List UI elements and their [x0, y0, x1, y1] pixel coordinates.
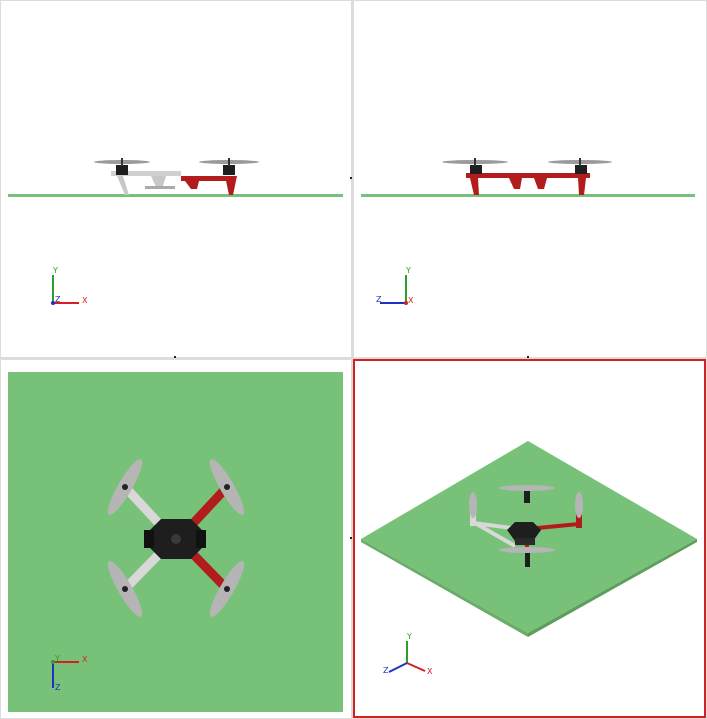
- axis-label-z: Z: [376, 295, 382, 304]
- axis-triad: [388, 641, 426, 673]
- viewport-isometric[interactable]: Y X Z: [353, 359, 706, 718]
- axis-triad: [51, 660, 79, 688]
- horizontal-splitter-handle-right[interactable]: [527, 356, 529, 358]
- axis-label-x: X: [82, 296, 88, 305]
- viewport-top[interactable]: Y X Z: [1, 360, 351, 718]
- drone-right: [442, 158, 612, 195]
- viewport-right[interactable]: Y Z X: [354, 1, 706, 357]
- vertical-splitter-handle-lower[interactable]: [350, 537, 352, 539]
- viewport-front[interactable]: Y X Z: [1, 1, 351, 357]
- front-scene: [8, 158, 343, 305]
- axis-label-z: Z: [55, 683, 61, 692]
- horizontal-splitter-handle-left[interactable]: [174, 356, 176, 358]
- axis-label-y: Y: [407, 632, 412, 641]
- axis-triad: [51, 275, 79, 305]
- right-scene: [361, 158, 695, 305]
- axis-label-y: Y: [53, 266, 58, 275]
- axis-label-y: Y: [406, 266, 411, 275]
- drone-top: [107, 459, 245, 617]
- axis-label-x: X: [408, 296, 414, 305]
- axis-label-z: Z: [383, 666, 389, 675]
- axis-label-y: Y: [55, 654, 60, 663]
- axis-label-z: Z: [55, 295, 61, 304]
- top-scene: [8, 372, 343, 712]
- iso-scene: [361, 441, 697, 673]
- axis-label-x: X: [427, 667, 433, 676]
- axis-label-x: X: [82, 655, 88, 664]
- drone-front: [94, 158, 259, 195]
- ground-plane: [8, 194, 343, 197]
- axis-triad: [380, 275, 408, 305]
- ground-plane: [361, 194, 695, 197]
- vertical-splitter-handle[interactable]: [350, 177, 352, 179]
- drone-iso: [469, 485, 583, 567]
